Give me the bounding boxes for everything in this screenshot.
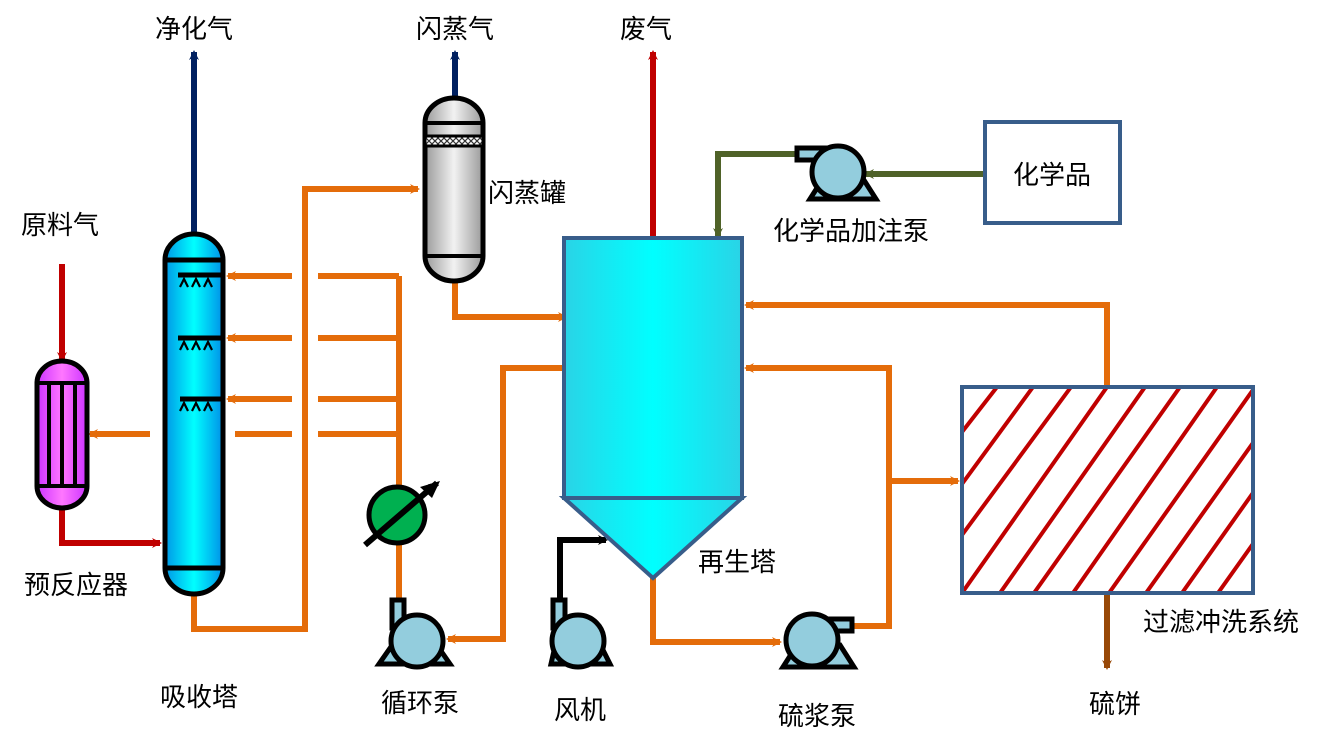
regenerator-to-slurry-pump-line (650, 578, 782, 647)
chemical-injection-line (713, 151, 797, 238)
label-slurry-pump: 硫浆泵 (778, 702, 856, 732)
slurry-return-line (744, 363, 892, 629)
label-blower: 风机 (554, 696, 606, 726)
label-purified-gas: 净化气 (155, 15, 233, 45)
label-absorber: 吸收塔 (160, 683, 238, 713)
label-chemical-pump: 化学品加注泵 (773, 217, 929, 247)
label-sulfur-cake: 硫饼 (1089, 690, 1141, 720)
label-filter-wash: 过滤冲洗系统 (1143, 608, 1299, 638)
regenerator-tower[interactable] (558, 236, 748, 581)
chemicals-tank[interactable] (983, 120, 1122, 225)
spray-nozzle-3 (179, 396, 223, 412)
label-waste-gas: 废气 (620, 15, 672, 45)
heat-exchanger[interactable] (363, 480, 440, 548)
air-line (557, 535, 608, 602)
chemical-injection-pump[interactable] (794, 143, 881, 202)
slurry-pump[interactable] (778, 611, 859, 670)
flash-tank[interactable] (422, 95, 486, 284)
label-chemicals: 化学品 (1013, 161, 1091, 191)
blower[interactable] (547, 597, 615, 670)
flash-to-regenerator-line (452, 282, 568, 322)
pre-reactor-to-absorber-line (59, 506, 162, 548)
spray-nozzle-1 (178, 272, 223, 288)
label-feed-gas: 原料气 (21, 211, 99, 241)
absorber-tower[interactable] (162, 231, 226, 597)
pre-reactor[interactable] (34, 358, 90, 511)
regenerator-to-circulation-pump-line (446, 365, 566, 644)
absorber-to-flash-line (191, 184, 420, 632)
label-flash-gas: 闪蒸气 (416, 15, 494, 45)
spray-nozzle-2 (178, 335, 223, 351)
demister-pad (423, 134, 485, 148)
circulation-pump[interactable] (374, 597, 455, 670)
label-pre-reactor: 预反应器 (24, 571, 128, 601)
filtrate-return-line (744, 300, 1110, 387)
label-flash-tank: 闪蒸罐 (488, 179, 566, 209)
label-regenerator: 再生塔 (698, 548, 776, 578)
label-circulation-pump: 循环泵 (381, 689, 459, 719)
filter-wash-system[interactable] (960, 385, 1255, 595)
